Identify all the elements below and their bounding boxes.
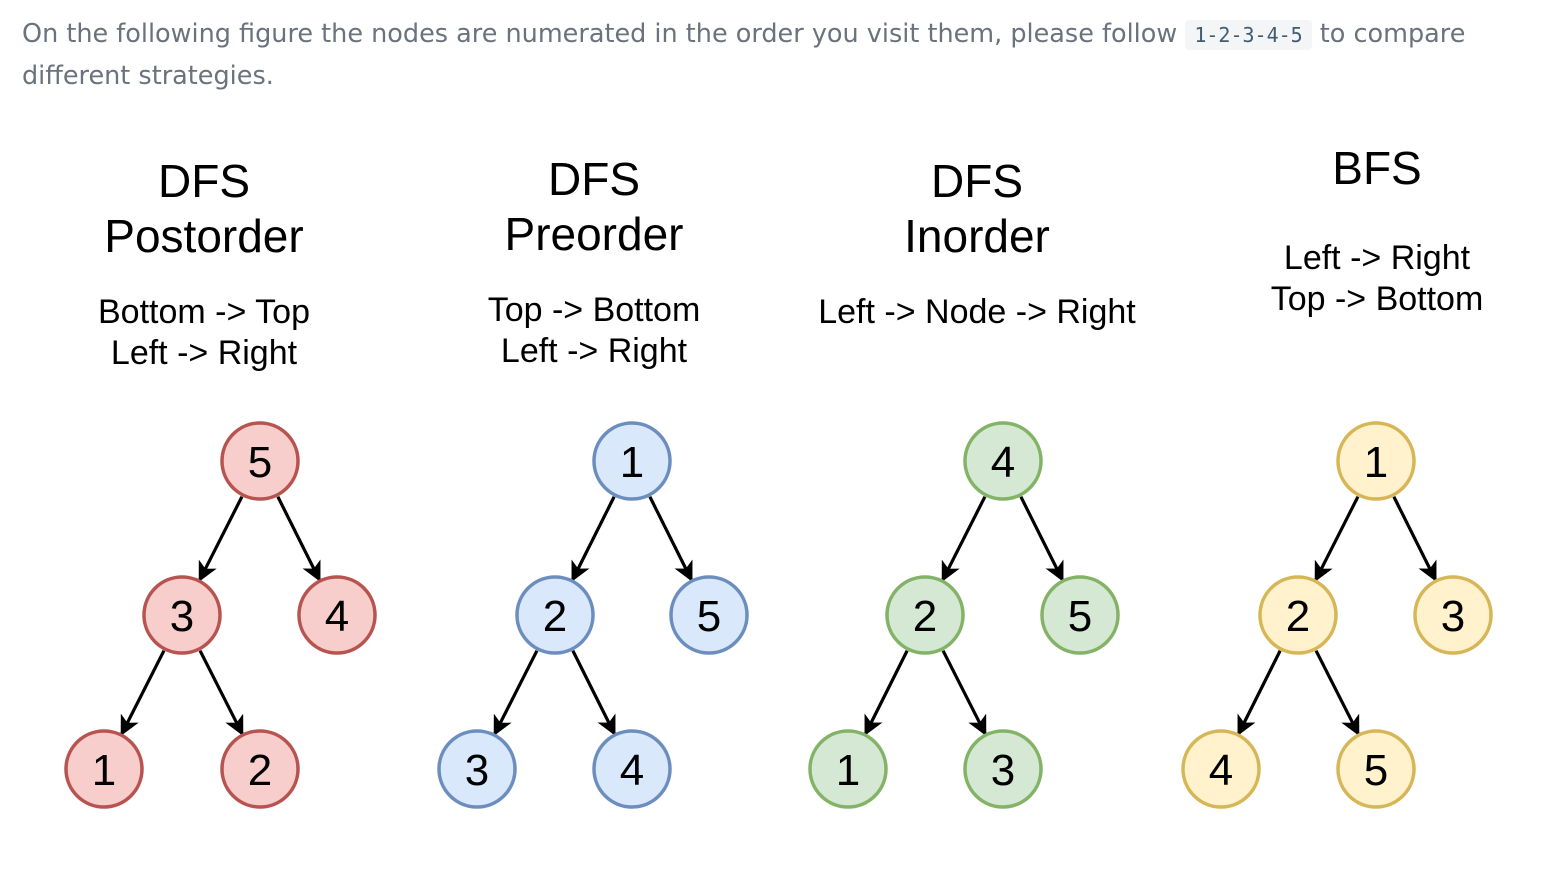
- bfs-node-label-leftRight: 5: [1364, 746, 1388, 795]
- inorder-edge-left-to-leftLeft: [864, 650, 909, 736]
- bfs-edge-root-to-left: [1314, 495, 1360, 582]
- preorder-node-right: [669, 575, 749, 655]
- order-code: 1-2-3-4-5: [1185, 20, 1312, 50]
- inorder-title-line: Inorder: [904, 210, 1050, 262]
- preorder-node-leftLeft: [437, 729, 517, 809]
- intro-paragraph: On the following figure the nodes are nu…: [22, 14, 1542, 97]
- preorder-node-label-root: 1: [620, 438, 644, 487]
- bfs-subtitle-line: Left -> Right: [1284, 239, 1471, 277]
- bfs-title-line: BFS: [1332, 142, 1421, 194]
- preorder-node-label-left: 2: [543, 592, 567, 641]
- postorder-node-label-root: 5: [248, 438, 272, 487]
- bfs-node-label-root: 1: [1364, 438, 1388, 487]
- bfs-edge-root-to-right: [1392, 496, 1437, 582]
- intro-text-before: On the following figure the nodes are nu…: [22, 19, 1186, 49]
- postorder-edge-left-to-leftRight: [198, 649, 244, 736]
- postorder-edge-left-to-leftLeft: [120, 649, 166, 736]
- inorder-node-root: [963, 421, 1043, 501]
- inorder-node-leftRight: [963, 729, 1043, 809]
- bfs-edge-left-to-leftLeft: [1237, 650, 1282, 736]
- postorder-subtitle-line: Left -> Right: [111, 334, 298, 372]
- preorder-node-root: [592, 421, 672, 501]
- preorder-title-line: DFS: [548, 153, 640, 205]
- intro-text-after: to compare different strategies.: [22, 19, 1466, 91]
- postorder-node-label-leftLeft: 1: [92, 746, 116, 795]
- bfs-subtitle-line: Top -> Bottom: [1271, 280, 1484, 318]
- preorder-edge-root-to-left: [571, 496, 616, 582]
- bfs-node-leftLeft: [1181, 729, 1261, 809]
- preorder-edge-root-to-right: [648, 496, 693, 582]
- postorder-edge-root-to-right: [276, 496, 321, 582]
- bfs-node-leftRight: [1336, 729, 1416, 809]
- postorder-node-label-right: 4: [325, 592, 349, 641]
- postorder-subtitle-line: Bottom -> Top: [98, 293, 310, 331]
- bfs-node-label-leftLeft: 4: [1209, 746, 1233, 795]
- postorder-title-line: DFS: [158, 155, 250, 207]
- bfs-node-label-left: 2: [1286, 592, 1310, 641]
- bfs-node-right: [1413, 575, 1493, 655]
- postorder-node-leftLeft: [64, 729, 144, 809]
- preorder-edge-left-to-leftLeft: [493, 649, 539, 736]
- bfs-edge-left-to-leftRight: [1314, 649, 1360, 736]
- inorder-edge-root-to-left: [941, 495, 987, 582]
- bfs-node-left: [1258, 575, 1338, 655]
- postorder-node-leftRight: [220, 729, 300, 809]
- inorder-edge-left-to-leftRight: [941, 649, 987, 736]
- postorder-title-line: Postorder: [104, 210, 303, 262]
- preorder-edge-left-to-leftRight: [571, 650, 616, 736]
- preorder-subtitle-line: Top -> Bottom: [488, 291, 701, 329]
- preorder-node-label-leftRight: 4: [620, 746, 644, 795]
- inorder-node-left: [885, 575, 965, 655]
- preorder-node-label-right: 5: [697, 592, 721, 641]
- preorder-subtitle-line: Left -> Right: [501, 332, 688, 370]
- preorder-node-label-leftLeft: 3: [465, 746, 489, 795]
- inorder-node-right: [1040, 575, 1120, 655]
- inorder-node-label-leftLeft: 1: [836, 746, 860, 795]
- inorder-node-label-leftRight: 3: [991, 746, 1015, 795]
- inorder-title-line: DFS: [931, 155, 1023, 207]
- inorder-node-label-root: 4: [991, 438, 1015, 487]
- postorder-node-label-leftRight: 2: [248, 746, 272, 795]
- postorder-edge-root-to-left: [198, 495, 244, 582]
- inorder-node-label-left: 2: [913, 592, 937, 641]
- postorder-node-root: [220, 421, 300, 501]
- inorder-subtitle-line: Left -> Node -> Right: [818, 293, 1136, 331]
- inorder-edge-root-to-right: [1019, 496, 1064, 582]
- postorder-node-left: [142, 575, 222, 655]
- postorder-node-label-left: 3: [170, 592, 194, 641]
- inorder-node-label-right: 5: [1068, 592, 1092, 641]
- preorder-node-left: [515, 575, 595, 655]
- postorder-node-right: [297, 575, 377, 655]
- preorder-node-leftRight: [592, 729, 672, 809]
- bfs-node-label-right: 3: [1441, 592, 1465, 641]
- inorder-node-leftLeft: [808, 729, 888, 809]
- bfs-node-root: [1336, 421, 1416, 501]
- preorder-title-line: Preorder: [505, 208, 684, 260]
